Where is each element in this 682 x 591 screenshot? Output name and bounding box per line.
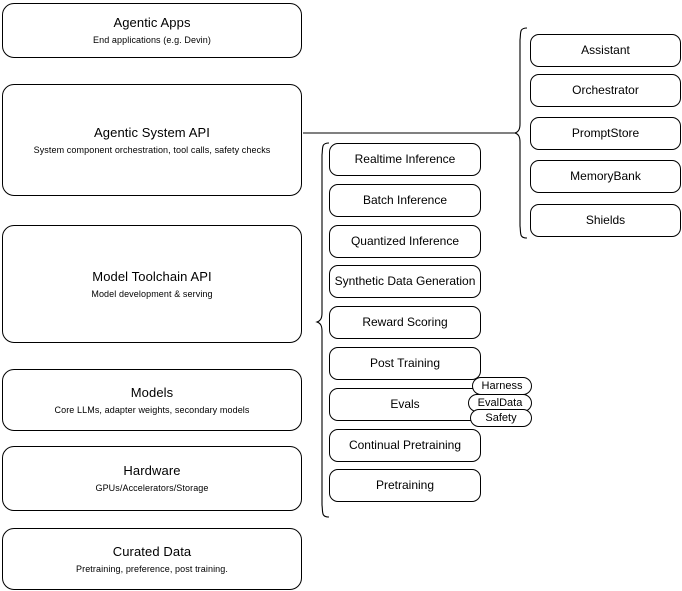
toolchain-item-label: Synthetic Data Generation: [334, 274, 476, 288]
system-item-label: Assistant: [581, 43, 630, 57]
toolchain-item-label: Evals: [390, 397, 420, 411]
system-item-promptstore[interactable]: PromptStore: [530, 117, 681, 150]
brace-system-components: [513, 27, 528, 239]
evals-tag-harness[interactable]: Harness: [472, 377, 532, 395]
toolchain-item-continual-pretraining[interactable]: Continual Pretraining: [329, 429, 481, 462]
layer-subtitle: Model development & serving: [91, 288, 213, 299]
toolchain-item-reward-scoring[interactable]: Reward Scoring: [329, 306, 481, 339]
layer-hardware[interactable]: Hardware GPUs/Accelerators/Storage: [2, 446, 302, 511]
toolchain-item-label: Continual Pretraining: [348, 438, 462, 452]
system-item-assistant[interactable]: Assistant: [530, 34, 681, 67]
toolchain-item-post-training[interactable]: Post Training: [329, 347, 481, 380]
system-item-label: PromptStore: [571, 126, 640, 140]
system-item-memorybank[interactable]: MemoryBank: [530, 160, 681, 193]
system-item-shields[interactable]: Shields: [530, 204, 681, 237]
toolchain-item-label: Quantized Inference: [350, 234, 460, 248]
toolchain-item-quantized-inference[interactable]: Quantized Inference: [329, 225, 481, 258]
evals-tag-label: EvalData: [477, 396, 523, 409]
layer-subtitle: End applications (e.g. Devin): [93, 35, 211, 45]
system-item-label: MemoryBank: [570, 169, 641, 183]
layer-models[interactable]: Models Core LLMs, adapter weights, secon…: [2, 369, 302, 431]
evals-tag-safety[interactable]: Safety: [470, 409, 532, 427]
toolchain-item-label: Pretraining: [375, 478, 435, 492]
toolchain-item-label: Batch Inference: [362, 193, 448, 207]
layer-title: Model Toolchain API: [92, 268, 212, 284]
layer-agentic-system-api[interactable]: Agentic System API System component orch…: [2, 84, 302, 196]
toolchain-item-label: Reward Scoring: [362, 315, 448, 329]
layer-subtitle: GPUs/Accelerators/Storage: [95, 483, 209, 493]
layer-subtitle: Pretraining, preference, post training.: [76, 563, 228, 574]
toolchain-item-pretraining[interactable]: Pretraining: [329, 469, 481, 502]
toolchain-item-synthetic-data-generation[interactable]: Synthetic Data Generation: [329, 265, 481, 298]
system-item-label: Orchestrator: [572, 83, 639, 97]
layer-subtitle: Core LLMs, adapter weights, secondary mo…: [54, 404, 250, 415]
evals-tag-label: Harness: [481, 379, 523, 392]
toolchain-item-label: Post Training: [369, 356, 441, 370]
toolchain-item-label: Realtime Inference: [354, 152, 456, 166]
layer-model-toolchain-api[interactable]: Model Toolchain API Model development & …: [2, 225, 302, 343]
system-item-orchestrator[interactable]: Orchestrator: [530, 74, 681, 107]
layer-agentic-apps[interactable]: Agentic Apps End applications (e.g. Devi…: [2, 3, 302, 58]
toolchain-item-realtime-inference[interactable]: Realtime Inference: [329, 143, 481, 176]
layer-title: Hardware: [123, 463, 181, 478]
toolchain-item-batch-inference[interactable]: Batch Inference: [329, 184, 481, 217]
toolchain-item-evals[interactable]: Evals: [329, 388, 481, 421]
layer-title: Curated Data: [112, 543, 192, 559]
layer-curated-data[interactable]: Curated Data Pretraining, preference, po…: [2, 528, 302, 590]
system-item-label: Shields: [585, 213, 626, 227]
layer-title: Models: [130, 384, 174, 400]
evals-tag-label: Safety: [485, 411, 517, 424]
layer-title: Agentic Apps: [113, 15, 191, 30]
layer-title: Agentic System API: [94, 124, 210, 140]
layer-subtitle: System component orchestration, tool cal…: [33, 144, 271, 155]
brace-toolchain-components: [315, 142, 330, 518]
